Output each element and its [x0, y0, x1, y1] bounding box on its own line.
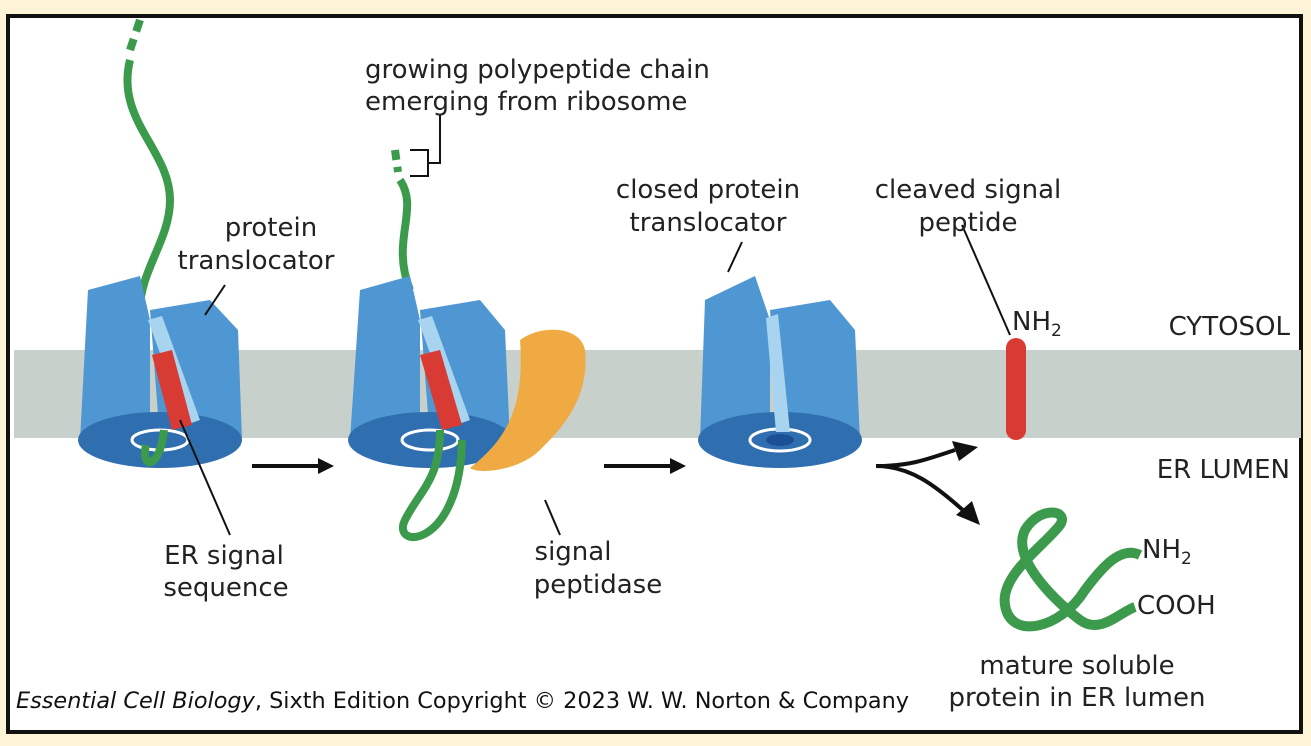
label-protein-translocator-2: translocator — [178, 246, 335, 276]
process-arrows — [252, 441, 980, 525]
label-nh2-mature: NH2 — [1142, 535, 1192, 569]
label-protein-translocator-1: protein — [225, 213, 317, 243]
label-mature-1: mature soluble — [979, 651, 1174, 681]
mature-soluble-protein — [999, 507, 1143, 632]
label-growing-chain-2: emerging from ribosome — [365, 87, 687, 117]
er-signal-sequence-1 — [152, 350, 192, 430]
label-mature-2: protein in ER lumen — [949, 683, 1206, 713]
signal-peptidase — [470, 329, 586, 471]
translocator-stage-2 — [348, 149, 586, 542]
label-cooh: COOH — [1137, 591, 1216, 621]
label-closed-translocator-2: translocator — [630, 208, 787, 238]
label-nh2-cleaved: NH2 — [1012, 307, 1062, 341]
label-er-signal-1: ER signal — [164, 541, 284, 571]
copyright-credit: Essential Cell Biology, Sixth Edition Co… — [16, 689, 909, 714]
label-er-signal-2: sequence — [163, 573, 288, 603]
translocator-stage-1 — [78, 18, 242, 468]
label-cleaved-signal-2: peptide — [919, 208, 1018, 238]
label-closed-translocator-1: closed protein — [616, 175, 800, 205]
label-signal-peptidase-2: peptidase — [534, 570, 662, 600]
label-cytosol: CYTOSOL — [1169, 312, 1291, 342]
label-cleaved-signal-1: cleaved signal — [875, 175, 1062, 205]
cleaved-signal-peptide — [1006, 338, 1026, 440]
label-signal-peptidase-1: signal — [535, 537, 612, 567]
polypeptide-chain-2 — [396, 177, 414, 292]
label-growing-chain-1: growing polypeptide chain — [365, 55, 710, 85]
polypeptide-chain-1 — [123, 59, 175, 311]
er-signal-sequence-2 — [420, 350, 462, 430]
leader-lines — [179, 115, 1011, 536]
translocator-stage-3 — [698, 276, 862, 468]
label-er-lumen: ER LUMEN — [1157, 455, 1290, 485]
